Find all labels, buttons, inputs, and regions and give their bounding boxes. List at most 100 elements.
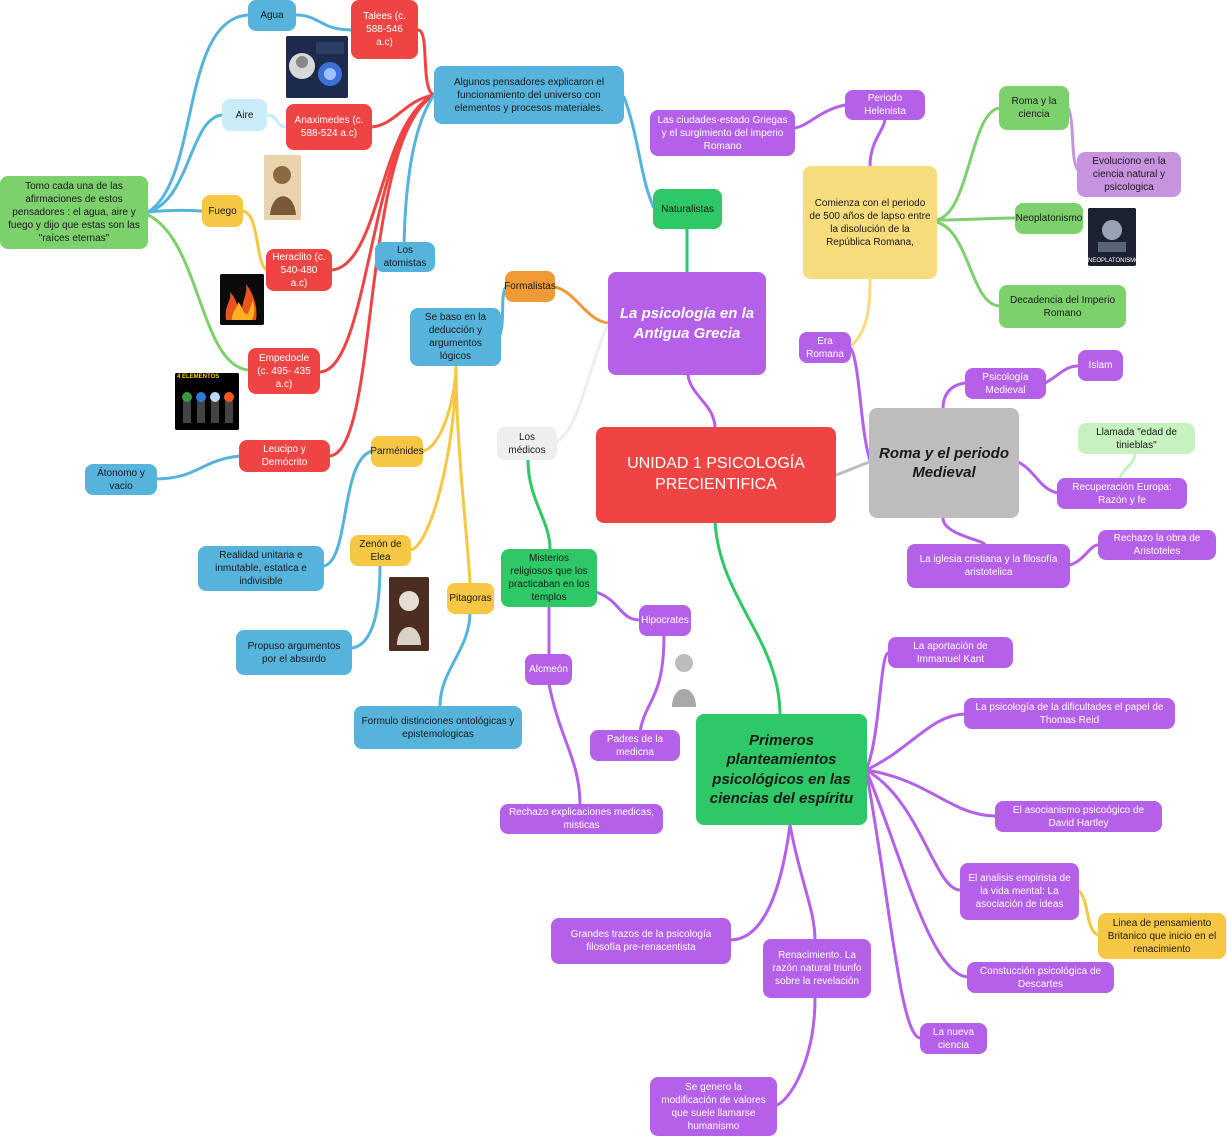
edge-an-linea — [1076, 888, 1100, 937]
neoplatonismo-image: NEOPLATONISMO — [1088, 208, 1136, 266]
node-linea-britanico[interactable]: Linea de pensamiento Britanico que inici… — [1098, 913, 1226, 959]
edge-ded-zenon — [408, 363, 458, 552]
node-nueva-ciencia[interactable]: La nueva ciencia — [920, 1023, 987, 1054]
node-llamada-tinieblas[interactable]: Llamada "edad de tinieblas" — [1078, 423, 1195, 454]
edge-pita-formulo — [438, 610, 472, 708]
edge-pens-tales — [416, 28, 436, 97]
fire-image — [220, 274, 264, 325]
node-era-romana[interactable]: Era Romana — [799, 332, 851, 363]
node-anaximedes[interactable]: Anaximedes (c. 588-524 a.c) — [286, 104, 372, 150]
node-deduccion[interactable]: Se baso en la deducción y argumentos lóg… — [410, 308, 501, 366]
edge-tomo-aire — [146, 113, 224, 214]
node-rechazo-aristoteles[interactable]: Rechazo la obra de Aristoteles — [1098, 530, 1216, 560]
node-misterios[interactable]: Misterios religiosos que los practicaban… — [501, 549, 597, 607]
node-los-medicos[interactable]: Los médicos — [497, 427, 557, 460]
node-thomas-reid[interactable]: La psicología de la dificultades el pape… — [964, 698, 1175, 729]
node-pensadores[interactable]: Algunos pensadores explicaron el funcion… — [434, 66, 624, 124]
neoplatonismo-caption: NEOPLATONISMO — [1088, 258, 1136, 264]
node-empedocle[interactable]: Empedocle (c. 495- 435 a.c) — [248, 348, 320, 394]
edge-tomo-fuego — [146, 208, 204, 214]
node-parmenides[interactable]: Parménides — [370, 436, 424, 467]
edge-igl-rechazo — [1068, 543, 1100, 567]
node-grandes-trazos[interactable]: Grandes trazos de la psicología filosofí… — [551, 918, 731, 964]
node-comienza-periodo[interactable]: Comienza con el periodo de 500 años de l… — [803, 166, 937, 279]
node-recuperacion-europa[interactable]: Recuperación Europa: Razón y fe — [1057, 478, 1187, 509]
edge-p-reid — [864, 712, 967, 772]
topic-antigua-grecia[interactable]: La psicología en la Antigua Grecia — [608, 272, 766, 375]
edge-tales-agua — [294, 13, 354, 32]
node-evoluciono[interactable]: Evoluciono en la ciencia natural y psico… — [1077, 152, 1181, 197]
edge-roma-iglesia — [941, 516, 987, 547]
central-topic[interactable]: UNIDAD 1 PSICOLOGÍA PRECIENTIFICA — [596, 427, 836, 523]
edge-p-grandes — [728, 823, 792, 942]
edge-naturalistas-pensadores — [622, 95, 657, 212]
hipocrates-bust-image — [668, 643, 700, 713]
edge-tomo-empe — [146, 213, 250, 372]
heraclito-portrait-image — [264, 155, 301, 220]
edge-leucipo-atonomo — [154, 454, 242, 481]
node-atomistas[interactable]: Los atomistas — [375, 242, 435, 272]
edge-herac-fuego — [240, 209, 269, 272]
node-alcmeon[interactable]: Alcmeón — [525, 654, 572, 685]
node-aire[interactable]: Aire — [222, 99, 267, 131]
tales-portrait-image — [286, 36, 348, 98]
node-roma-ciencia[interactable]: Roma y la ciencia — [999, 86, 1069, 130]
edge-ren-genero — [775, 996, 817, 1107]
topic-primeros-planteamientos[interactable]: Primeros planteamientos psicológicos en … — [696, 714, 867, 825]
node-leucipo[interactable]: Leucipo y Demócrito — [239, 440, 330, 472]
node-islam[interactable]: Islam — [1078, 350, 1123, 381]
node-humanismo[interactable]: Se genero la modificación de valores que… — [650, 1077, 777, 1136]
node-kant[interactable]: La aportación de Immanuel Kant — [888, 637, 1013, 668]
edge-alc-rechazo — [547, 682, 582, 807]
node-analisis-empirista[interactable]: El analisis empirista de la vida mental:… — [960, 863, 1079, 920]
node-hipocrates[interactable]: Hipocrates — [639, 605, 691, 636]
node-decadencia[interactable]: Decadencia del Imperio Romano — [999, 285, 1126, 328]
node-iglesia-cristiana[interactable]: La iglesia cristiana y la filosofía aris… — [907, 544, 1070, 588]
node-periodo-helenista[interactable]: Periodo Helenista — [845, 90, 925, 120]
edge-hel-ciudades — [793, 103, 847, 130]
node-propuso[interactable]: Propuso argumentos por el absurdo — [236, 630, 352, 675]
node-naturalistas[interactable]: Naturalistas — [653, 189, 722, 229]
edge-roma-recup — [1016, 460, 1060, 495]
node-zenon[interactable]: Zenón de Elea — [350, 535, 411, 566]
node-fuego[interactable]: Fuego — [202, 195, 243, 227]
edge-parm-realidad — [322, 449, 374, 568]
node-tomo-afirmaciones[interactable]: Tomo cada una de las afirmaciones de est… — [0, 176, 148, 249]
edge-pens-atomistas — [402, 93, 436, 247]
edge-p-hartley — [864, 768, 997, 818]
topic-roma-medieval[interactable]: Roma y el periodo Medieval — [869, 408, 1019, 518]
node-formulo[interactable]: Formulo distinciones ontológicas y epist… — [354, 706, 522, 749]
node-pitagoras[interactable]: Pitagoras — [447, 583, 494, 614]
edge-comienza-dec — [934, 220, 1002, 308]
edge-center-roma — [834, 460, 872, 477]
edge-grecia-formalistas — [552, 285, 610, 325]
node-renacimiento[interactable]: Renacimiento. La razón natural triunfo s… — [763, 939, 871, 998]
edge-ded-pita — [454, 363, 472, 587]
edge-romac-evol — [1066, 106, 1080, 172]
edge-roma-era — [848, 345, 872, 462]
node-david-hartley[interactable]: El asocianismo psicoógico de David Hartl… — [995, 801, 1162, 832]
node-descartes[interactable]: Constucción psicológica de Descartes — [967, 962, 1114, 993]
edge-p-renac — [788, 823, 817, 942]
node-realidad[interactable]: Realidad unitaria e inmutable, estatica … — [198, 546, 324, 591]
edge-p-analisis — [864, 768, 962, 892]
four-elements-image: 4 ELEMENTOS — [175, 373, 239, 430]
node-padres-medicina[interactable]: Padres de la medicna — [590, 730, 680, 761]
edge-era-comienza — [848, 276, 872, 349]
node-formalistas[interactable]: Formalistas — [504, 271, 556, 302]
node-heraclito[interactable]: Heraclito (c. 540-480 a.c) — [266, 249, 332, 291]
edge-p-kant — [864, 651, 890, 772]
edge-center-primeros — [713, 520, 782, 717]
edge-hipo-padres — [638, 633, 666, 734]
edge-comienza-helenista — [868, 116, 887, 168]
node-agua[interactable]: Agua — [248, 0, 296, 31]
edge-recup-llamada — [1118, 451, 1137, 482]
node-tales[interactable]: Talees (c. 588-546 a.c) — [351, 0, 418, 59]
node-atonomo[interactable]: Átonomo y vacio — [85, 464, 157, 495]
node-ciudades-estado[interactable]: Las ciudades-estado Griegas y el surgimi… — [650, 110, 795, 156]
edge-medicos-misterios — [526, 458, 552, 551]
node-neoplatonismo[interactable]: Neoplatonismo — [1015, 203, 1083, 234]
node-psicologia-medieval[interactable]: Psicología Medieval — [965, 368, 1046, 399]
node-rechazo-medicas[interactable]: Rechazo explicaciones medicas, misticas — [500, 804, 663, 834]
